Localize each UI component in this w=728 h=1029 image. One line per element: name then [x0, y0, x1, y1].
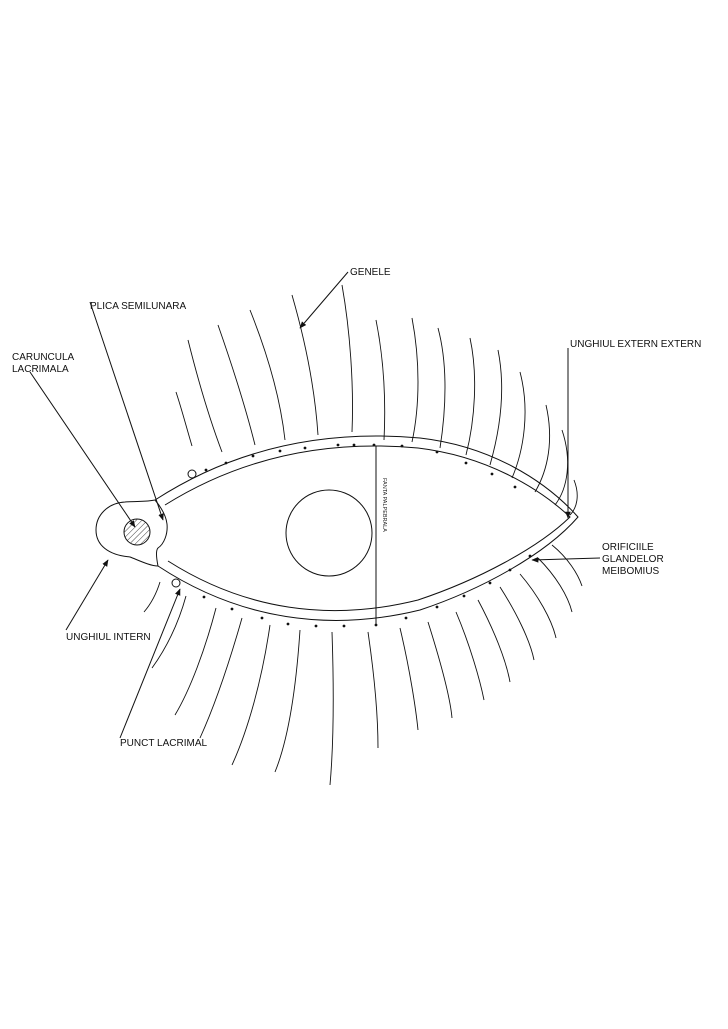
eyelid-contour	[154, 435, 579, 621]
fanta-palpebrala-label: FANTA PALPEBRALA	[381, 478, 387, 532]
label-orificiile-2: GLANDELOR	[602, 554, 664, 565]
iris	[285, 489, 373, 577]
leader-lines	[29, 271, 601, 739]
caruncula-lacrimala	[123, 518, 151, 546]
meibomian-orifices	[202, 443, 532, 628]
label-caruncula-1: CARUNCULA	[12, 352, 75, 363]
label-punct-lacrimal: PUNCT LACRIMAL	[120, 738, 207, 749]
upper-eyelashes	[175, 284, 578, 516]
label-unghiul-intern: UNGHIUL INTERN	[66, 632, 151, 643]
punct-lacrimal-lower	[171, 578, 181, 588]
label-unghiul-extern: UNGHIUL EXTERN EXTERN	[570, 339, 701, 350]
label-orificiile-3: MEIBOMIUS	[602, 566, 660, 577]
label-orificiile-1: ORIFICIILE	[602, 542, 654, 553]
label-plica-semilunara: PLICA SEMILUNARA	[90, 301, 186, 312]
lower-eyelashes	[143, 544, 583, 786]
label-caruncula-2: LACRIMALA	[12, 364, 69, 375]
labels: GENELE PLICA SEMILUNARA CARUNCULA LACRIM…	[12, 267, 701, 749]
label-genele: GENELE	[350, 267, 391, 278]
punct-lacrimal-upper	[187, 469, 197, 479]
